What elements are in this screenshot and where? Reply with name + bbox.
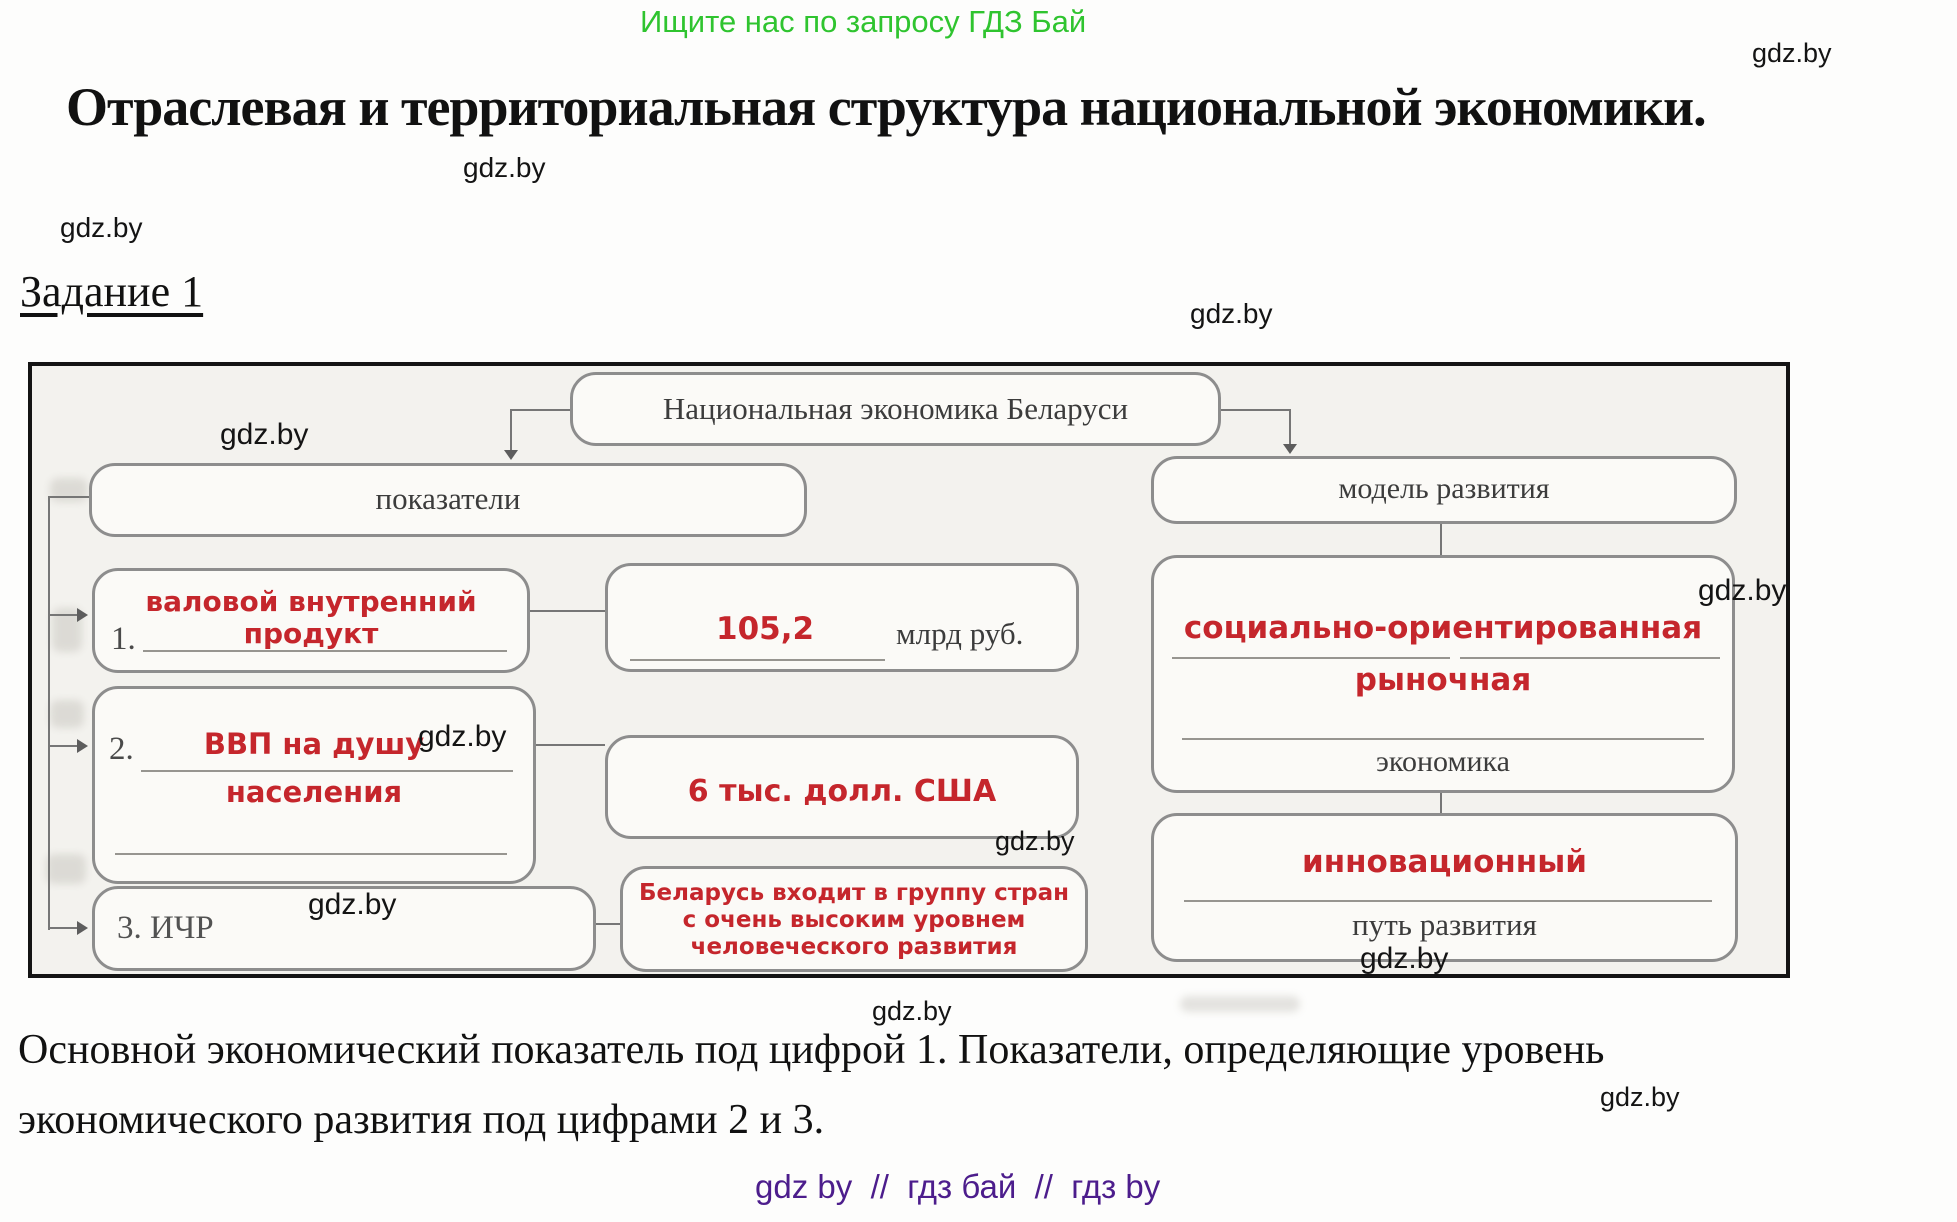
- node-development-path: инновационный путь развития: [1151, 813, 1738, 962]
- watermark-top-right: gdz.by: [1752, 38, 1832, 68]
- node-development-model: модель развития: [1151, 456, 1737, 524]
- watermark-diagram-bottom: gdz.by: [1360, 942, 1449, 975]
- item3-number: 3. ИЧР: [117, 910, 214, 946]
- connector-root-right-v: [1289, 409, 1291, 445]
- watermark-mid-bottom: gdz.by: [995, 826, 1075, 856]
- economy-model-underline-1b: [1460, 657, 1720, 659]
- economy-model-answer-line1: социально-ориентированная: [1183, 610, 1703, 646]
- item2-answer-line1: ВВП на душу: [203, 727, 425, 761]
- arrowhead-to-item2: [77, 739, 88, 753]
- item1-number: 1.: [111, 621, 136, 657]
- scan-artifact: [50, 478, 88, 502]
- watermark-diagram-right: gdz.by: [1698, 574, 1787, 607]
- node-item3-hdi: 3. ИЧР: [92, 886, 596, 971]
- scan-artifact: [50, 700, 84, 728]
- arrowhead-to-item1: [77, 608, 88, 622]
- connector-root-left-v: [510, 409, 512, 451]
- item2-answer-underline: [141, 770, 513, 772]
- promo-banner: Ищите нас по запросу ГДЗ Бай: [640, 4, 1087, 39]
- connector-root-left-h: [511, 409, 573, 411]
- watermark-below-diagram: gdz.by: [872, 996, 952, 1026]
- connector-root-right-h: [1213, 409, 1291, 411]
- economy-model-answer-line2: рыночная: [1354, 662, 1532, 698]
- node-item3-value: Беларусь входит в группу стран с очень в…: [620, 866, 1088, 972]
- connector-item2-value: [530, 744, 605, 746]
- watermark-diagram-top-left: gdz.by: [220, 418, 309, 451]
- item3-value-line3: человеческого развития: [690, 934, 1018, 960]
- arrowhead-to-model: [1283, 444, 1297, 454]
- bracket-vertical: [48, 496, 50, 930]
- watermark-above-diagram: gdz.by: [1190, 298, 1273, 329]
- task-heading: Задание 1: [20, 267, 204, 316]
- economy-model-underline-2: [1182, 738, 1704, 740]
- watermark-box2: gdz.by: [418, 720, 507, 753]
- bracket-stub-2: [49, 745, 79, 747]
- economy-model-underline-1a: [1172, 657, 1450, 659]
- node-indicators: показатели: [89, 463, 807, 537]
- node-item2-gdp-per-capita: 2. ВВП на душу населения: [92, 686, 536, 884]
- item1-answer-line1: валовой внутренний: [145, 585, 477, 618]
- item3-value-line2: с очень высоким уровнем: [682, 907, 1026, 933]
- item1-value-unit: млрд руб.: [896, 616, 1024, 651]
- watermark-box3: gdz.by: [308, 888, 397, 921]
- economy-model-label: экономика: [1376, 745, 1510, 778]
- footer-brand-line: gdz by // гдз бай // гдз by: [755, 1168, 1161, 1205]
- connector-social-innovative: [1440, 786, 1442, 813]
- arrowhead-to-item3: [77, 921, 88, 935]
- page-title: Отраслевая и территориальная структура н…: [66, 77, 1707, 137]
- item2-value-answer: 6 тыс. долл. США: [687, 774, 997, 809]
- bracket-stub-1: [49, 614, 79, 616]
- bracket-stub-3: [49, 927, 79, 929]
- item2-number: 2.: [109, 731, 134, 767]
- conclusion-line2: экономического развития под цифрами 2 и …: [18, 1097, 825, 1143]
- watermark-left-margin: gdz.by: [60, 212, 143, 243]
- development-path-underline: [1184, 900, 1712, 902]
- connector-item1-value: [524, 610, 605, 612]
- connector-model-social: [1440, 518, 1442, 555]
- node-item2-value: 6 тыс. долл. США: [605, 735, 1079, 839]
- scan-artifact: [1180, 996, 1300, 1012]
- item3-value-line1: Беларусь входит в группу стран: [638, 880, 1069, 906]
- node-national-economy-label: Национальная экономика Беларуси: [662, 391, 1129, 426]
- item2-answer-line2: населения: [225, 775, 403, 809]
- node-item1-value: 105,2 млрд руб.: [605, 563, 1079, 672]
- item1-answer-line2: продукт: [243, 617, 379, 650]
- node-item1-gdp: 1. валовой внутренний продукт: [92, 568, 530, 673]
- bracket-stub-top: [49, 496, 89, 498]
- development-path-label: путь развития: [1352, 907, 1537, 942]
- watermark-conclusion: gdz.by: [1600, 1082, 1680, 1112]
- node-indicators-label: показатели: [375, 481, 521, 516]
- item1-value-underline: [630, 659, 885, 661]
- scan-artifact: [46, 854, 86, 884]
- conclusion-line1: Основной экономический показатель под ци…: [18, 1027, 1605, 1073]
- node-national-economy: Национальная экономика Беларуси: [570, 372, 1221, 446]
- watermark-under-title: gdz.by: [463, 152, 546, 183]
- arrowhead-to-indicators: [504, 450, 518, 460]
- item1-answer-underline: [143, 650, 507, 652]
- development-path-answer: инновационный: [1302, 844, 1587, 880]
- item1-value-answer: 105,2: [716, 611, 815, 647]
- item2-blank-underline: [115, 853, 507, 855]
- connector-item3-value: [590, 923, 620, 925]
- node-economy-model: социально-ориентированная рыночная эконо…: [1151, 555, 1735, 793]
- node-development-model-label: модель развития: [1338, 472, 1550, 505]
